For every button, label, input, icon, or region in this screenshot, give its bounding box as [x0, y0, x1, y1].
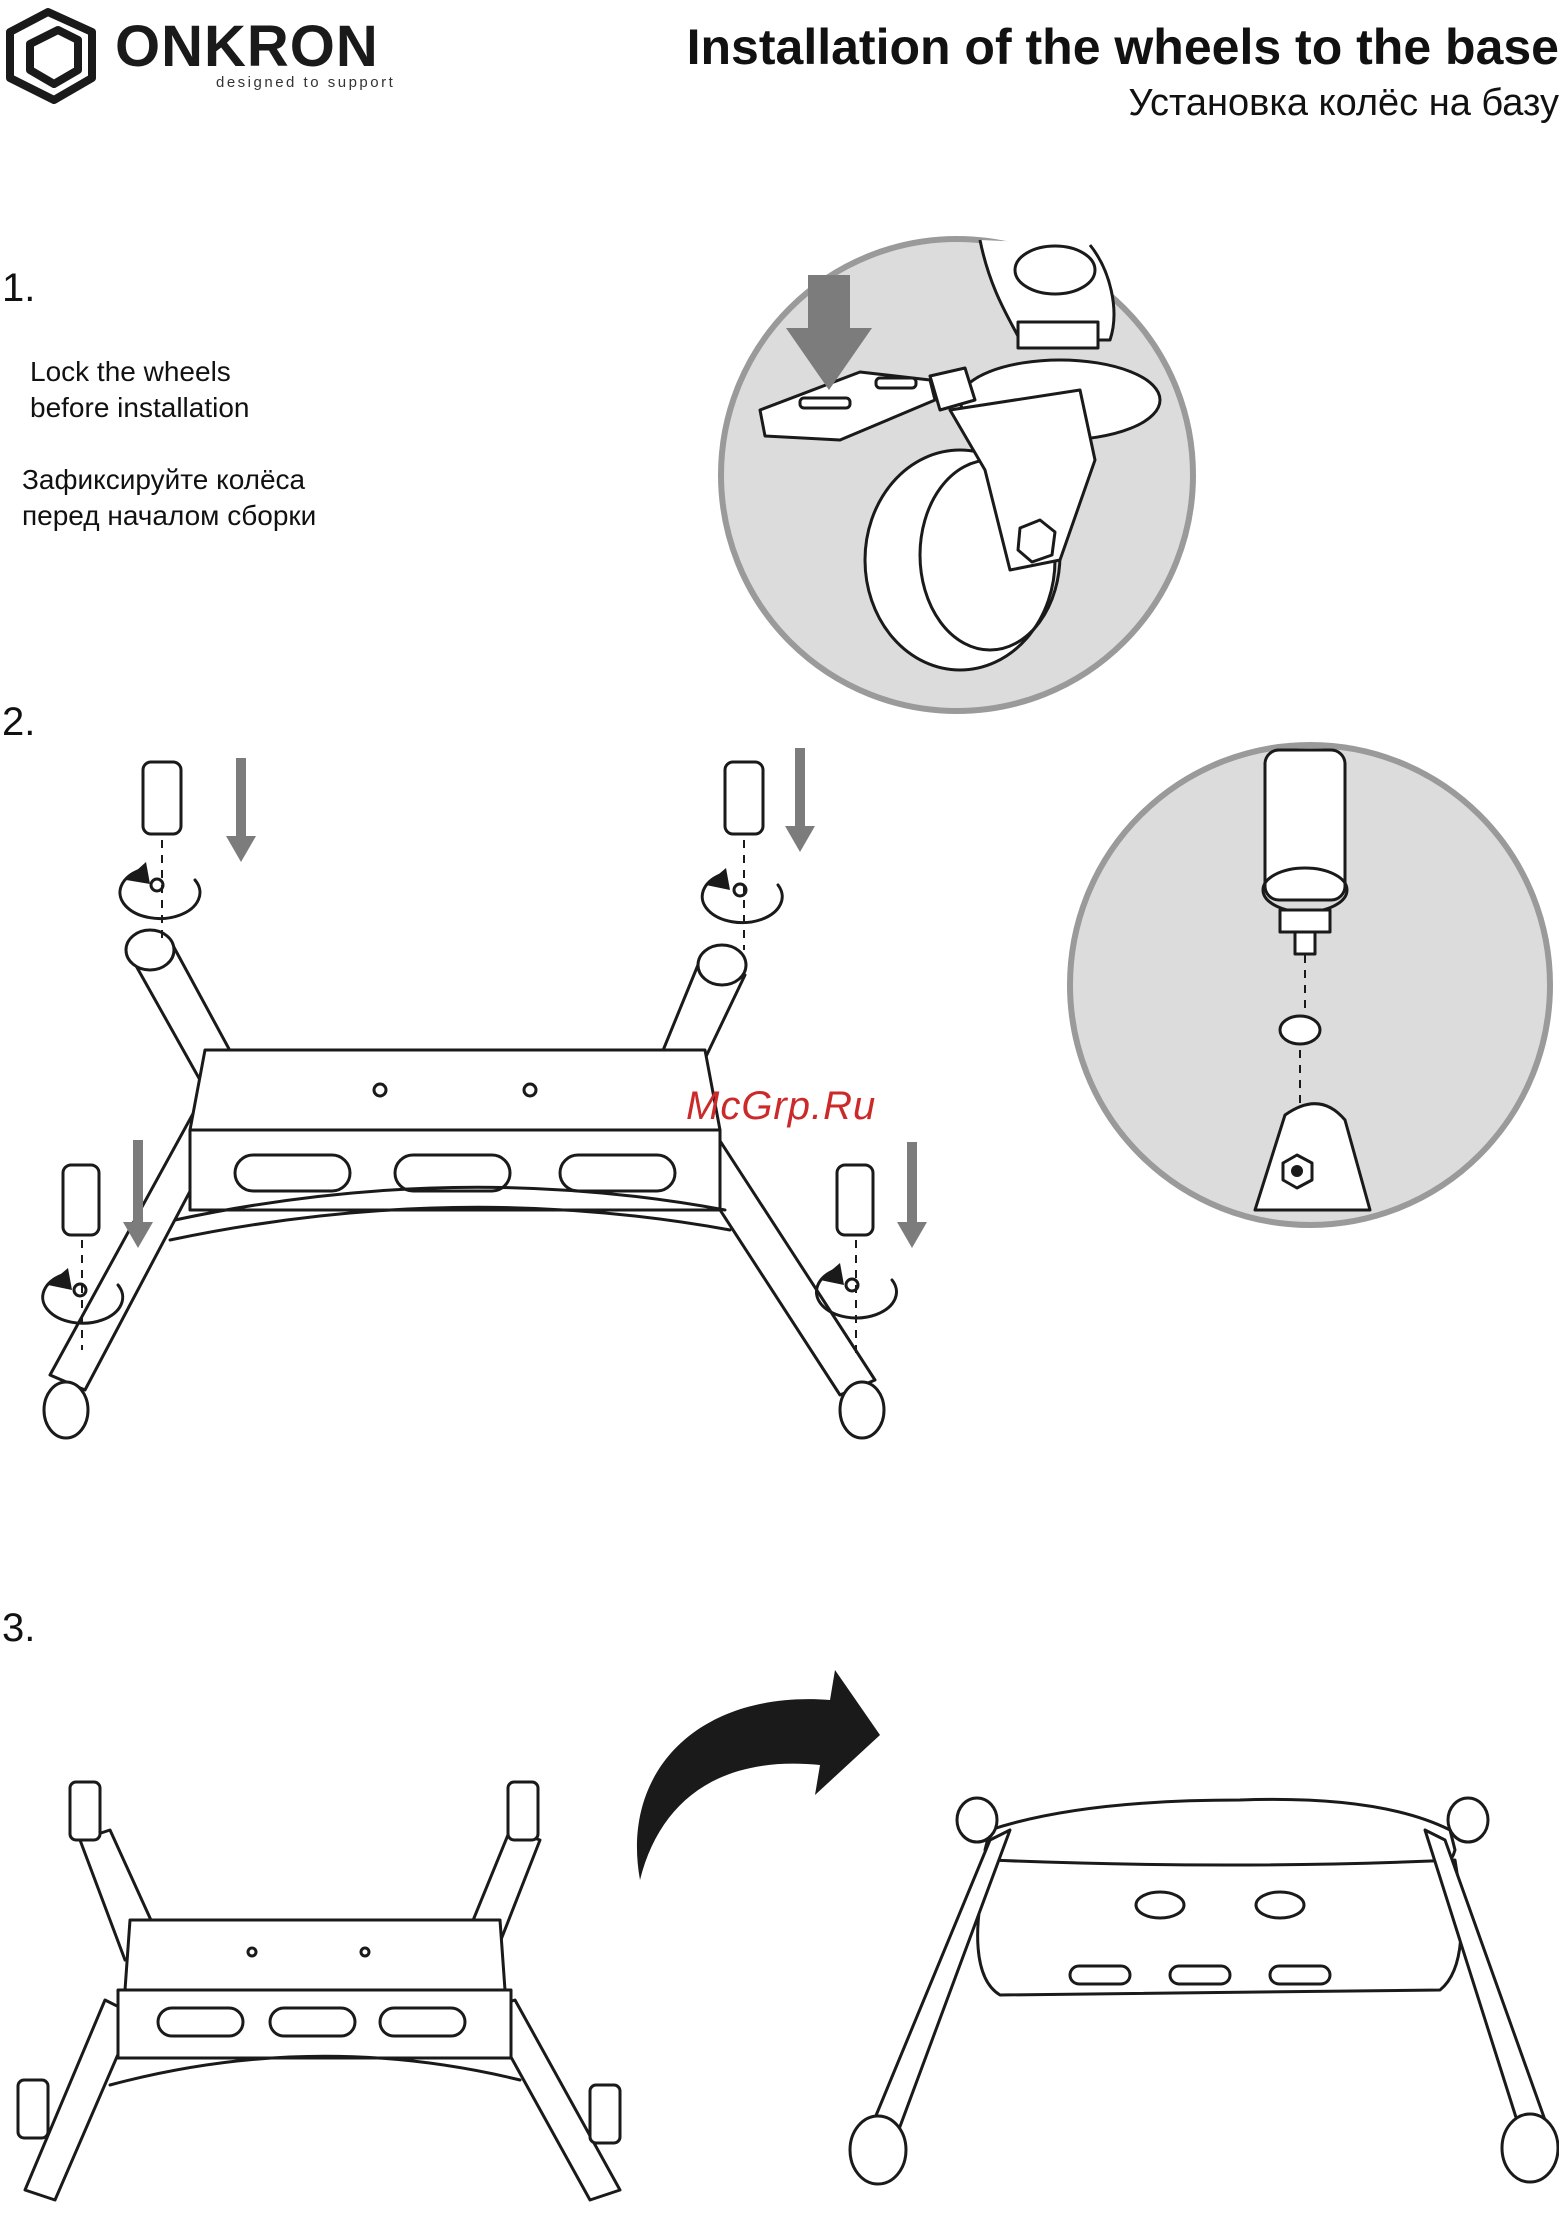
down-arrow-icon — [226, 758, 256, 862]
step-3-base-illustration — [18, 1670, 1558, 2200]
watermark: McGrp.Ru — [686, 1084, 876, 1129]
down-arrow-icon — [785, 748, 815, 852]
curved-arrow-icon — [637, 1670, 880, 1880]
step-2-detail-illustration — [1070, 745, 1550, 1225]
down-arrow-icon — [897, 1142, 927, 1248]
step-1-wheel-lock-illustration — [721, 239, 1193, 711]
